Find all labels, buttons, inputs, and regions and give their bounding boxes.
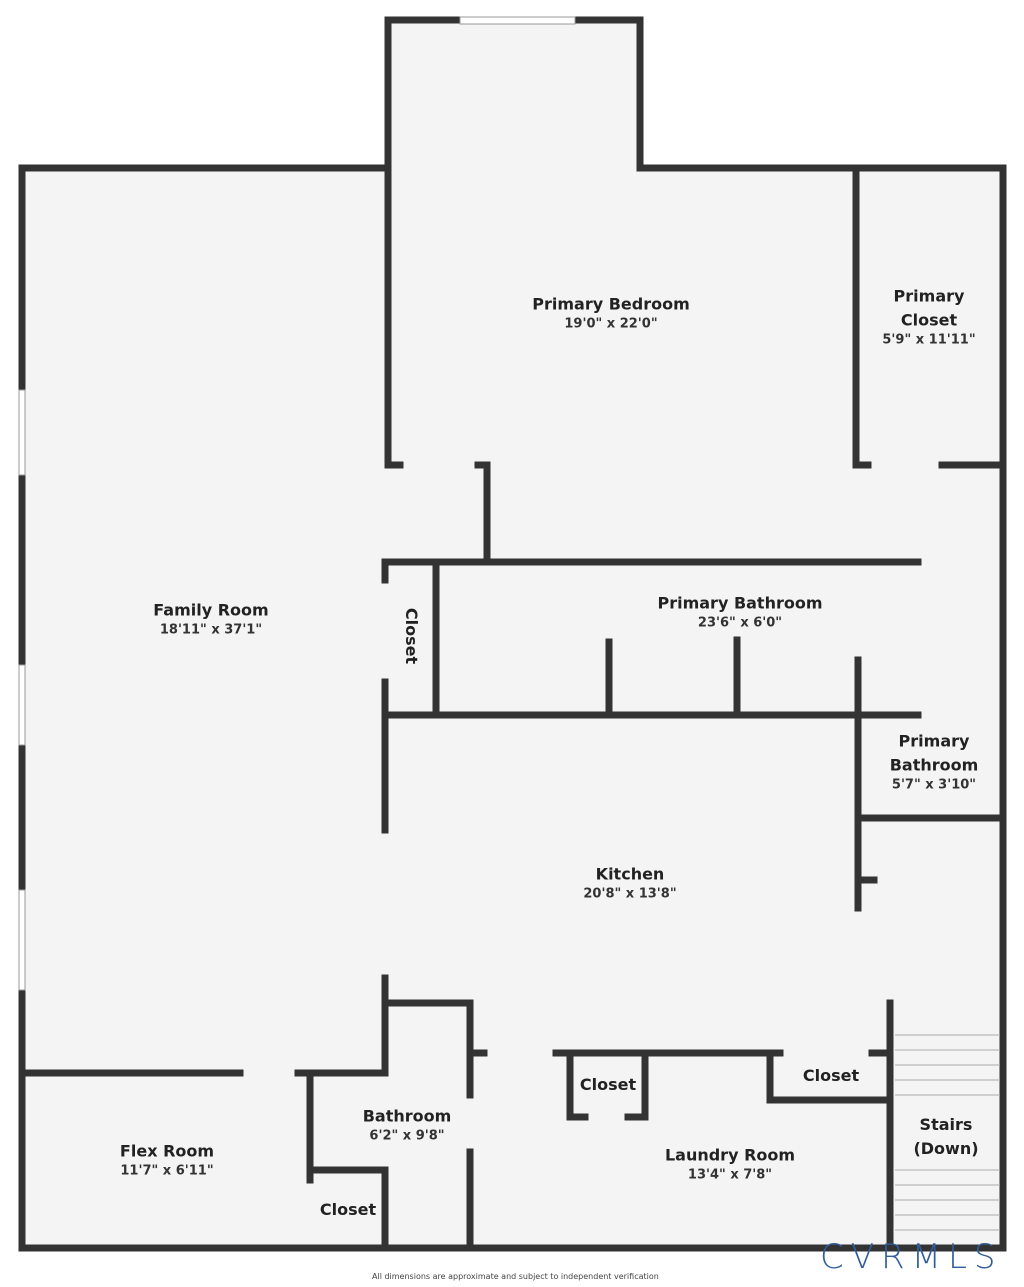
room-primary-bathroom-2: Primary Bathroom 5'7" x 3'10" bbox=[884, 730, 984, 793]
room-name: Family Room bbox=[153, 600, 269, 620]
room-dims: 13'4" x 7'8" bbox=[687, 1167, 773, 1183]
room-dims: 18'11" x 37'1" bbox=[159, 622, 263, 638]
closet-laundry-right-label: Closet bbox=[802, 1066, 860, 1085]
room-name: Primary Bathroom bbox=[889, 731, 979, 775]
room-flex-room: Flex Room 11'7" x 6'11" bbox=[120, 1140, 214, 1179]
room-dims: 19'0" x 22'0" bbox=[564, 316, 658, 332]
closet-vertical-label: Closet bbox=[402, 607, 421, 665]
stairs-label: Stairs (Down) bbox=[913, 1113, 978, 1161]
room-dims: 11'7" x 6'11" bbox=[120, 1163, 214, 1179]
room-family-room: Family Room 18'11" x 37'1" bbox=[153, 599, 268, 638]
closet-flex-label: Closet bbox=[319, 1200, 377, 1219]
room-name: Primary Bathroom bbox=[657, 593, 823, 613]
room-name: Flex Room bbox=[119, 1141, 215, 1161]
cvrmls-logo: CVRMLS bbox=[820, 1237, 1003, 1277]
stairs-direction: (Down) bbox=[913, 1139, 979, 1158]
room-dims: 20'8" x 13'8" bbox=[583, 886, 677, 902]
walls bbox=[18, 16, 1007, 1252]
windows bbox=[18, 16, 576, 991]
room-name: Primary Closet bbox=[893, 286, 965, 330]
room-name: Kitchen bbox=[595, 864, 665, 884]
room-primary-closet: Primary Closet 5'9" x 11'11" bbox=[879, 285, 979, 348]
room-laundry-room: Laundry Room 13'4" x 7'8" bbox=[665, 1144, 795, 1183]
room-name: Primary Bedroom bbox=[532, 294, 690, 314]
room-dims: 6'2" x 9'8" bbox=[369, 1128, 445, 1144]
room-name: Bathroom bbox=[362, 1106, 452, 1126]
room-primary-bedroom: Primary Bedroom 19'0" x 22'0" bbox=[532, 293, 690, 332]
room-kitchen: Kitchen 20'8" x 13'8" bbox=[583, 863, 676, 902]
room-dims: 5'7" x 3'10" bbox=[891, 777, 977, 793]
floor-area bbox=[22, 20, 1003, 1248]
closet-laundry-left-label: Closet bbox=[579, 1075, 637, 1094]
stairs-name: Stairs bbox=[919, 1115, 973, 1134]
room-name: Laundry Room bbox=[664, 1145, 796, 1165]
room-bathroom: Bathroom 6'2" x 9'8" bbox=[363, 1105, 452, 1144]
room-dims: 23'6" x 6'0" bbox=[697, 615, 783, 631]
stairs bbox=[895, 1034, 1000, 1231]
room-primary-bathroom: Primary Bathroom 23'6" x 6'0" bbox=[657, 592, 822, 631]
disclaimer: All dimensions are approximate and subje… bbox=[372, 1272, 659, 1281]
room-dims: 5'9" x 11'11" bbox=[882, 332, 976, 348]
